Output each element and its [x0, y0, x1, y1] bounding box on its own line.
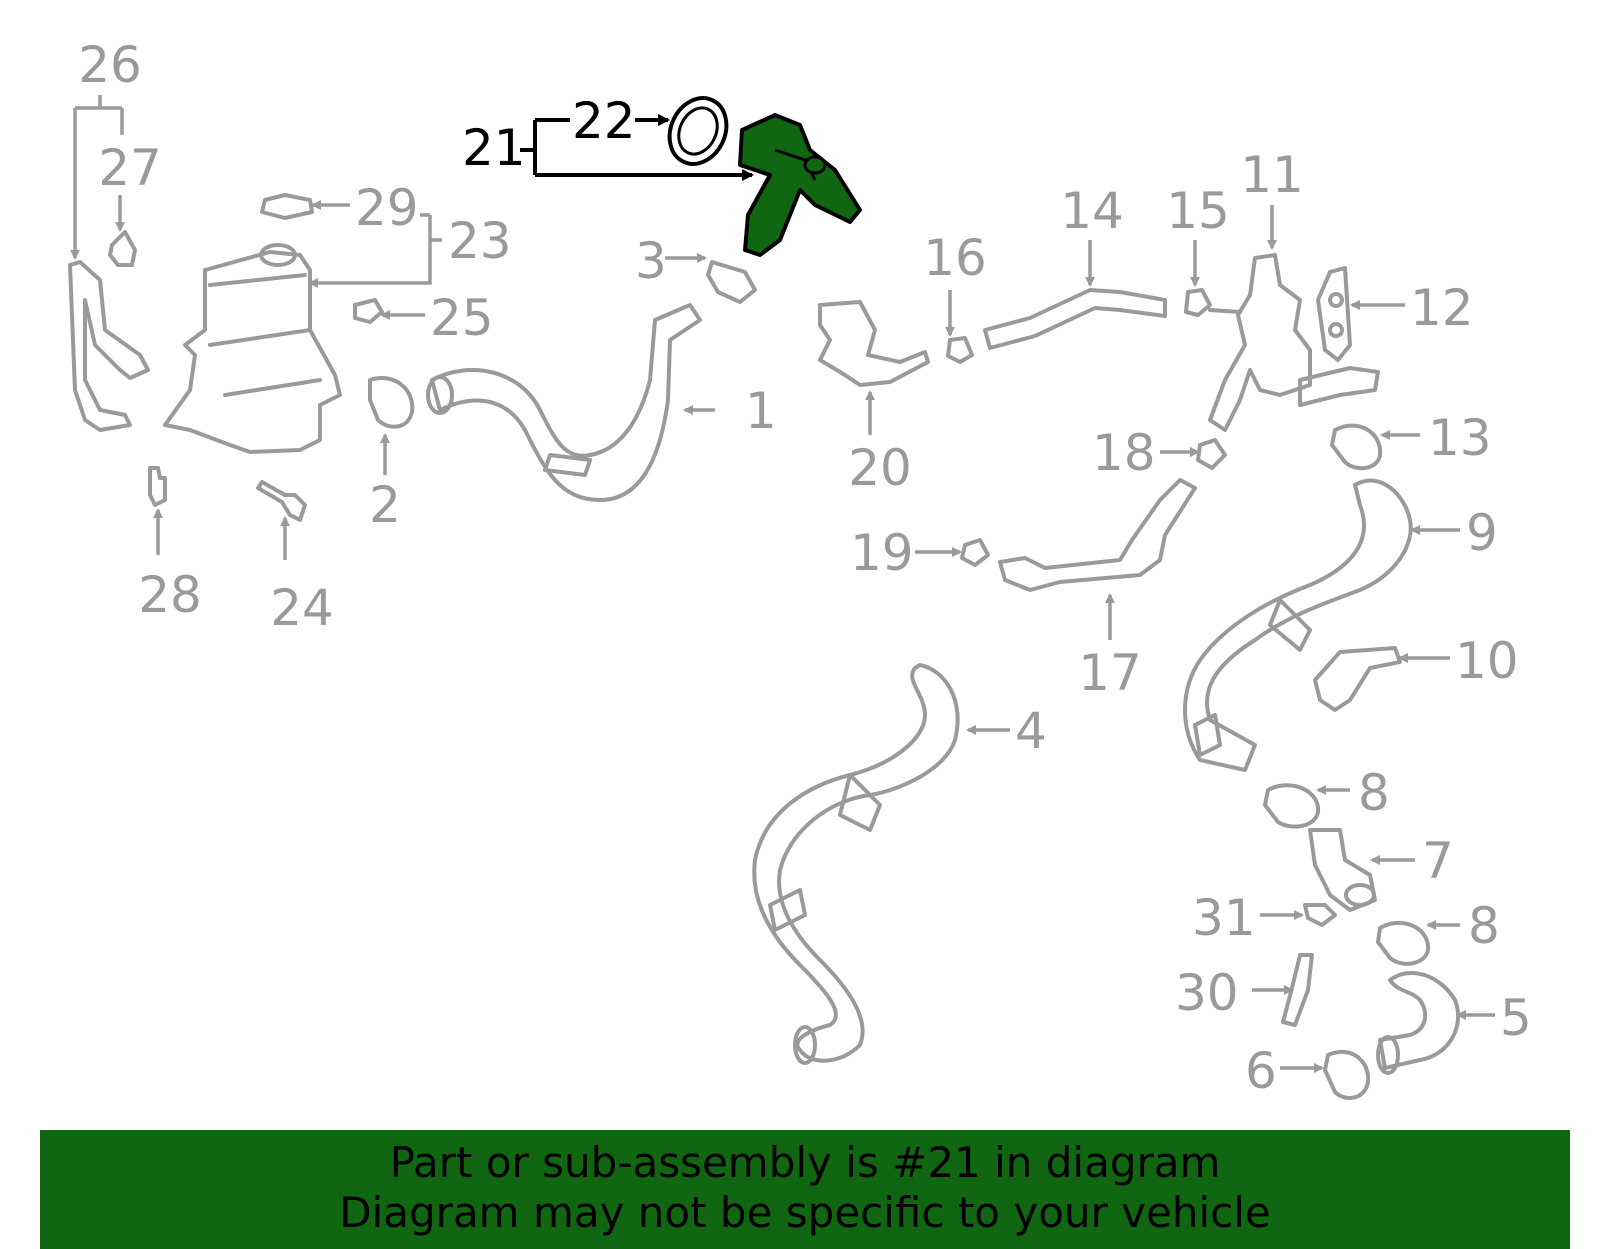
- banner-line-2: Diagram may not be specific to your vehi…: [339, 1188, 1271, 1237]
- part-16-clip: [946, 336, 974, 364]
- part-14-pipe: [983, 288, 1167, 350]
- part-6-clamp: [1323, 1049, 1371, 1100]
- callout-11: 11: [1240, 146, 1304, 204]
- callout-28: 28: [138, 566, 202, 624]
- callout-24: 24: [270, 579, 334, 637]
- leader-lines: [75, 95, 1495, 1073]
- parts-diagram: 1 2 3 4 5 6 7 8 8 9 10 11 12 13 14 15 16…: [0, 36, 1532, 1100]
- part-8a-clamp: [1263, 783, 1321, 829]
- part-29-clip: [260, 193, 314, 220]
- part-5-hose: [1376, 970, 1461, 1075]
- part-22-gasket: [667, 96, 729, 166]
- callout-16: 16: [923, 229, 987, 287]
- callout-6: 6: [1245, 1042, 1277, 1100]
- callout-9: 9: [1466, 504, 1498, 562]
- callout-31: 31: [1192, 889, 1256, 947]
- part-18-clip: [1196, 438, 1227, 470]
- part-9-hose: [1183, 478, 1413, 772]
- callout-23: 23: [448, 212, 512, 270]
- callout-1: 1: [745, 382, 777, 440]
- part-23-reservoir: [163, 243, 342, 454]
- part-24-bolt: [256, 480, 307, 522]
- part-20-hose: [818, 300, 930, 387]
- part-10-bracket: [1313, 646, 1402, 712]
- part-11-outlet: [1208, 253, 1380, 432]
- part-15-clip: [1184, 288, 1212, 317]
- callout-22: 22: [572, 92, 636, 150]
- part-2-clamp: [368, 376, 415, 429]
- part-21-housing: [738, 113, 862, 257]
- part-8b-clamp: [1376, 920, 1431, 966]
- part-31-clip: [1303, 903, 1337, 927]
- part-7-fitting: [1308, 828, 1377, 912]
- part-3-clamp: [706, 260, 757, 304]
- callout-25: 25: [430, 289, 494, 347]
- callout-17: 17: [1078, 644, 1142, 702]
- callout-30: 30: [1175, 964, 1239, 1022]
- callout-13: 13: [1428, 409, 1492, 467]
- part-27-clip: [108, 230, 137, 267]
- callout-12: 12: [1410, 279, 1474, 337]
- part-12-gasket: [1316, 266, 1352, 362]
- callout-2: 2: [369, 476, 401, 534]
- callout-8a: 8: [1358, 764, 1390, 822]
- callout-7: 7: [1422, 832, 1454, 890]
- callout-4: 4: [1015, 702, 1047, 760]
- banner-line-1: Part or sub-assembly is #21 in diagram: [389, 1138, 1221, 1187]
- part-26-hose: [68, 260, 150, 432]
- callout-19: 19: [850, 524, 914, 582]
- callout-15: 15: [1166, 182, 1230, 240]
- callout-21: 21: [462, 119, 526, 177]
- callout-3: 3: [635, 232, 667, 290]
- part-4-hose: [752, 663, 960, 1065]
- callout-27: 27: [98, 139, 162, 197]
- callout-14: 14: [1060, 182, 1124, 240]
- part-1-hose: [426, 303, 702, 502]
- part-19-clip: [960, 538, 990, 567]
- part-25-clip: [353, 298, 384, 324]
- callout-29: 29: [355, 179, 419, 237]
- info-banner: Part or sub-assembly is #21 in diagram D…: [40, 1130, 1570, 1249]
- callout-20: 20: [848, 439, 912, 497]
- part-28-pin: [148, 466, 167, 507]
- callout-5: 5: [1500, 989, 1532, 1047]
- callout-18: 18: [1092, 424, 1156, 482]
- leader-21-22: [520, 118, 750, 177]
- part-17-hose: [998, 478, 1197, 592]
- callout-26: 26: [78, 36, 142, 94]
- part-13-clamp: [1330, 423, 1383, 471]
- callout-10: 10: [1455, 632, 1519, 690]
- callout-8b: 8: [1468, 897, 1500, 955]
